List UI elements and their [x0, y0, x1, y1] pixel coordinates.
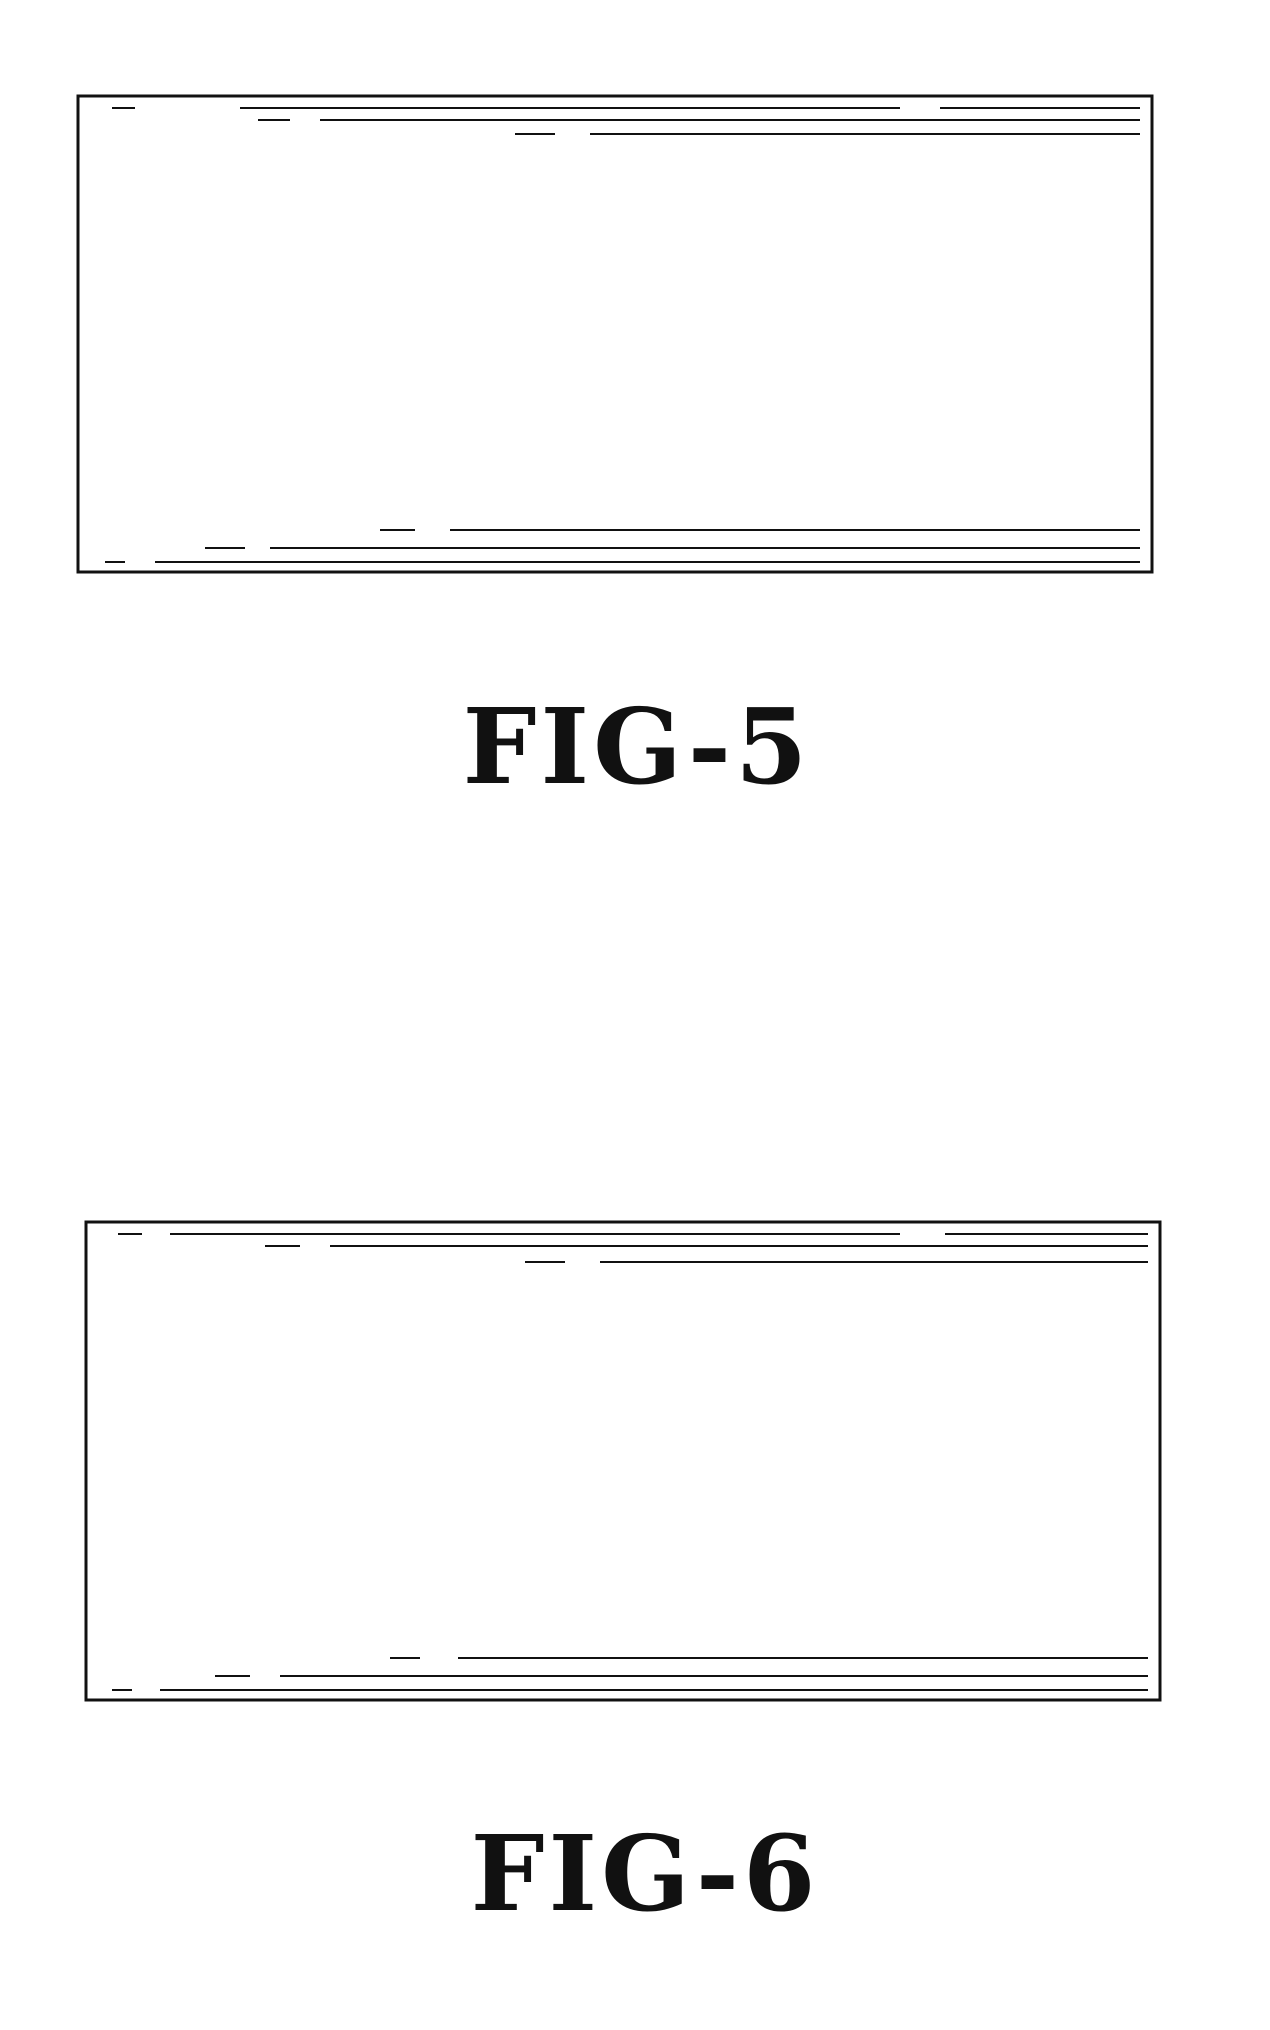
- fig-5-bottom-shading: [105, 530, 1140, 562]
- fig-5-drawing: [78, 96, 1152, 572]
- fig-5-outline: [78, 96, 1152, 572]
- fig-6-outline: [86, 1222, 1160, 1700]
- fig-5-top-shading: [112, 108, 1140, 134]
- fig-6-drawing: [86, 1222, 1160, 1700]
- fig-5-label: FIG-5: [2, 695, 1270, 799]
- fig-6-label: FIG-6: [10, 1822, 1270, 1926]
- fig-6-top-shading: [118, 1234, 1148, 1262]
- fig-6-bottom-shading: [112, 1658, 1148, 1690]
